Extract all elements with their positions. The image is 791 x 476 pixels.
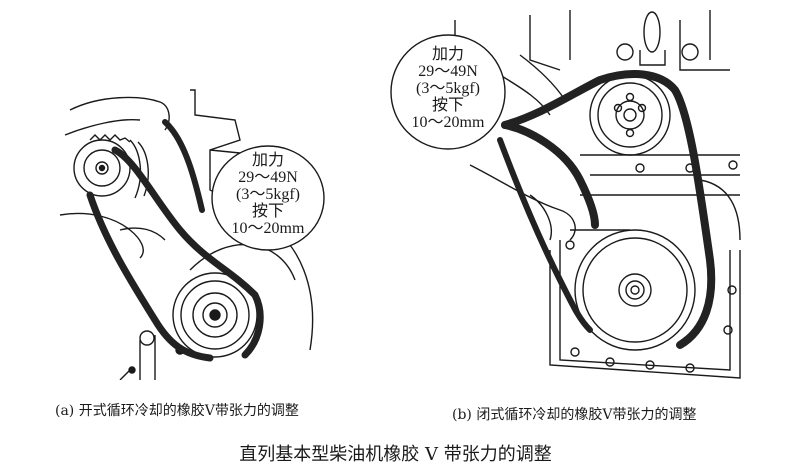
panel-a-engine-drawing bbox=[60, 89, 314, 380]
panel-a-caption: (a) 开式循环冷却的橡胶V带张力的调整 bbox=[55, 403, 299, 419]
callout-press-label: 按下 bbox=[251, 203, 284, 220]
panel-a-illustration bbox=[60, 80, 350, 380]
callout-circle-icon bbox=[390, 34, 506, 150]
panel-b-callout: 加力 29～49N (3～5kgf) 按下 10～20mm bbox=[388, 32, 510, 154]
callout-force-kgf: (3～5kgf) bbox=[236, 186, 300, 203]
panel-b-illustration bbox=[430, 0, 760, 390]
panel-a-callout-text: 加力 29～49N (3～5kgf) 按下 10～20mm bbox=[208, 152, 328, 237]
panel-b-callout-text: 加力 29～49N (3～5kgf) 按下 10～20mm bbox=[388, 46, 508, 131]
panel-a-callout: 加力 29～49N (3～5kgf) 按下 10～20mm bbox=[208, 142, 328, 254]
panel-b-caption: (b) 闭式循环冷却的橡胶V带张力的调整 bbox=[452, 407, 697, 423]
callout-force-newton: 29～49N bbox=[238, 169, 298, 186]
callout-force-label: 加力 bbox=[251, 152, 284, 169]
panel-b-engine-drawing bbox=[454, 10, 741, 379]
callout-circle-icon bbox=[211, 145, 325, 251]
figure-title: 直列基本型柴油机橡胶 V 带张力的调整 bbox=[239, 444, 552, 465]
callout-deflection: 10～20mm bbox=[411, 114, 485, 131]
callout-force-label: 加力 bbox=[431, 46, 464, 63]
callout-force-newton: 29～49N bbox=[418, 63, 478, 80]
callout-force-kgf: (3～5kgf) bbox=[416, 80, 480, 97]
callout-press-label: 按下 bbox=[431, 97, 464, 114]
callout-deflection: 10～20mm bbox=[231, 220, 305, 237]
